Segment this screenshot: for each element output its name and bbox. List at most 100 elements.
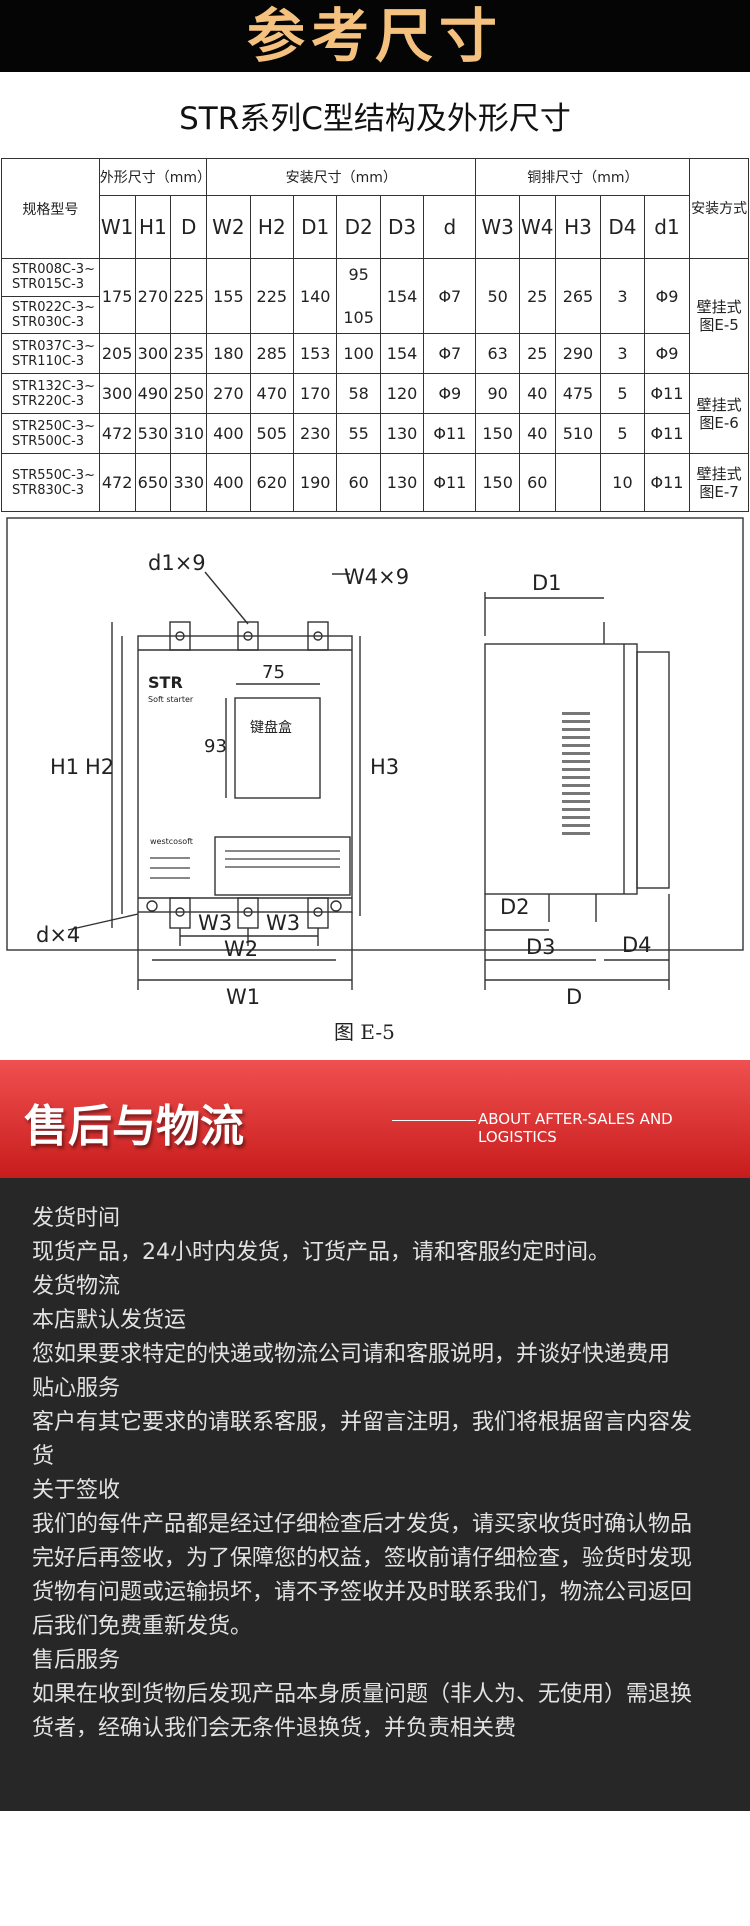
cell-d-small: Φ9: [423, 373, 477, 414]
dimension-table: 规格型号 外形尺寸（mm） 安装尺寸（mm） 铜排尺寸（mm） 安装方式 W1 …: [1, 158, 749, 512]
cell-d: 330: [170, 453, 208, 512]
cell-h1: 650: [134, 453, 172, 512]
drawing-frame: [6, 517, 744, 951]
cell-h2: 285: [249, 333, 295, 374]
cell-h2: 470: [249, 373, 295, 414]
cell-h1: 270: [134, 258, 172, 334]
table-row: STR037C-3~STR110C-3 205 300 235 180 285 …: [1, 333, 749, 374]
label-w4x9: W4×9: [344, 565, 409, 589]
cell-d: 250: [170, 373, 208, 414]
cell-w1: 300: [98, 373, 136, 414]
cell-h1: 300: [134, 333, 172, 374]
label-w3b: W3: [266, 911, 300, 935]
cell-d1-small: Φ9: [643, 258, 691, 334]
table-row: STR250C-3~STR500C-3 472 530 310 400 505 …: [1, 413, 749, 454]
label-w1: W1: [226, 985, 260, 1009]
info-heading: 发货时间: [32, 1206, 121, 1231]
cell-w3: 63: [475, 333, 520, 374]
front-body: [137, 635, 353, 913]
cell-d3: 154: [379, 258, 425, 334]
cell-w2: 180: [206, 333, 251, 374]
col-d1: D1: [292, 195, 338, 259]
col-w3: W3: [475, 195, 520, 259]
cell-d-small: Φ7: [423, 333, 477, 374]
info-heading: 发货物流: [32, 1274, 121, 1299]
mount-cell-e7: 壁挂式图E-7: [689, 453, 749, 512]
banner-divider: [392, 1120, 476, 1121]
cell-d-small: Φ11: [423, 453, 477, 512]
cell-h3: 290: [554, 333, 602, 374]
side-body: [484, 643, 638, 895]
cell-d3: 130: [379, 453, 425, 512]
info-text: 您如果要求特定的快递或物流公司请和客服说明，并谈好快递费用: [32, 1342, 671, 1367]
col-w4: W4: [518, 195, 556, 259]
cell-w4: 25: [518, 333, 556, 374]
cell-d4: 3: [600, 333, 645, 374]
cell-h3: 510: [554, 413, 602, 454]
mount-header: 安装方式: [689, 158, 749, 259]
info-heading: 贴心服务: [32, 1376, 121, 1401]
cell-d1: 170: [292, 373, 338, 414]
cell-w2: 270: [206, 373, 251, 414]
cell-d: 235: [170, 333, 208, 374]
label-93: 93: [204, 736, 227, 757]
label-brand: westcosoft: [150, 837, 193, 846]
cell-d-small: Φ11: [423, 413, 477, 454]
col-w1: W1: [98, 195, 136, 259]
model-cell: STR008C-3~STR015C-3: [1, 258, 100, 297]
col-d: D: [170, 195, 208, 259]
model-cell: STR132C-3~STR220C-3: [1, 373, 100, 414]
cell-d: 310: [170, 413, 208, 454]
label-dx4: d×4: [36, 923, 80, 947]
cell-w3: 150: [475, 413, 520, 454]
cell-w1: 472: [98, 453, 136, 512]
cell-d4: 5: [600, 373, 645, 414]
cell-d2: 55: [336, 413, 381, 454]
cell-w1: 205: [98, 333, 136, 374]
info-text: 客户有其它要求的请联系客服，并留言注明，我们将根据留言内容发货: [32, 1410, 693, 1469]
col-h3: H3: [554, 195, 602, 259]
cell-w1: 472: [98, 413, 136, 454]
header-title: 参考尺寸: [246, 2, 503, 70]
cell-d1: 190: [292, 453, 338, 512]
header-banner: 参考尺寸: [0, 0, 750, 72]
cell-d3: 120: [379, 373, 425, 414]
label-d4: D4: [622, 933, 652, 957]
cell-h3: 475: [554, 373, 602, 414]
label-soft-starter: Soft starter: [148, 695, 194, 704]
col-d2: D2: [336, 195, 381, 259]
keypad-outline: [234, 697, 321, 799]
col-d3: D3: [379, 195, 425, 259]
cell-h2: 505: [249, 413, 295, 454]
info-text: 现货产品，24小时内发货，订货产品，请和客服约定时间。: [32, 1240, 610, 1265]
label-h3: H3: [370, 755, 399, 779]
cell-d1: 140: [292, 258, 338, 334]
cell-d2: 58: [336, 373, 381, 414]
model-cell: STR550C-3~STR830C-3: [1, 453, 100, 512]
cell-h1: 530: [134, 413, 172, 454]
cell-h3: 265: [554, 258, 602, 334]
cell-d1-small: Φ11: [643, 413, 691, 454]
cell-w3: 90: [475, 373, 520, 414]
cell-w4: 40: [518, 413, 556, 454]
label-w2: W2: [224, 937, 258, 961]
col-h1: H1: [134, 195, 172, 259]
table-row: STR550C-3~STR830C-3 472 650 330 400 620 …: [1, 453, 749, 512]
model-header: 规格型号: [1, 158, 100, 259]
info-heading: 关于签收: [32, 1478, 121, 1503]
col-d4: D4: [600, 195, 645, 259]
cell-h2: 225: [249, 258, 295, 334]
cell-w1: 175: [98, 258, 136, 334]
cell-w2: 155: [206, 258, 251, 334]
cell-w3: 150: [475, 453, 520, 512]
label-d1: D1: [532, 571, 562, 595]
cell-d3: 130: [379, 413, 425, 454]
after-sales-subtitle: ABOUT AFTER-SALES AND LOGISTICS: [478, 1110, 673, 1146]
mount-cell-e5: 壁挂式图E-5: [689, 258, 749, 374]
label-str: STR: [148, 673, 183, 692]
info-text: 我们的每件产品都是经过仔细检查后才发货，请买家收货时确认物品完好后再签收，为了保…: [32, 1512, 693, 1639]
label-h2: H2: [85, 755, 114, 779]
info-text: 如果在收到货物后发现产品本身质量问题（非人为、无使用）需退换货者，经确认我们会无…: [32, 1682, 693, 1741]
model-cell: STR037C-3~STR110C-3: [1, 333, 100, 374]
cell-w4: 60: [518, 453, 556, 512]
